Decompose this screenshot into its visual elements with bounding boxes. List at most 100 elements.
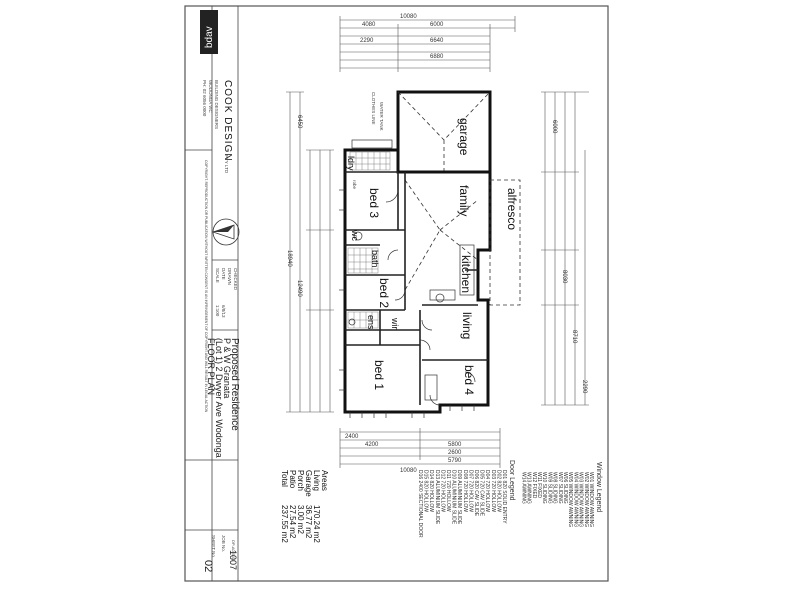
job-number: 1007 (228, 550, 238, 570)
sheet-number: 02 (202, 560, 214, 572)
room-bed1: bed 1 (372, 360, 386, 390)
room-bed3: bed 3 (367, 188, 381, 218)
window-legend-item: W10 SLIDING (541, 472, 547, 504)
areas-schedule: Areas Living 170.24 m2 Garage 36.77 m2 P… (280, 470, 329, 543)
window-legend-item: W06 SLIDING (562, 472, 568, 504)
area-value-patio: 27.54 m2 (288, 505, 297, 539)
area-label-patio: Patio (288, 470, 297, 489)
drawing-title: FLOOR PLAN (206, 338, 216, 395)
area-value-total: 237.55 m2 (280, 505, 289, 543)
room-garage: garage (457, 118, 471, 156)
room-bed4: bed 4 (462, 365, 476, 395)
dim-left-overall: 18940 (286, 250, 292, 267)
dim-right-a: 6000 (551, 120, 557, 134)
dim-top-e: 6880 (430, 54, 444, 60)
water-tank-label: WATER TANK (379, 102, 384, 131)
room-living: living (460, 312, 474, 339)
window-markers (339, 189, 475, 418)
area-label-garage: Garage (304, 470, 313, 497)
ldry-tiles (349, 151, 391, 171)
dim-bottom-c: 5800 (448, 442, 462, 448)
kitchen-sink-icon (435, 293, 445, 303)
areas-heading: Areas (320, 470, 329, 491)
door-legend-item: D07 720 HOLLOW (467, 470, 473, 512)
company-suffix: PTY LTD (224, 155, 229, 174)
door-legend-item: D02 820 HOLLOW (495, 470, 501, 512)
room-robe: robe (352, 180, 357, 190)
room-wir: wir (390, 317, 400, 330)
room-wc: wc (350, 229, 360, 241)
window-legend-item: W01 WINDOW AWNING (588, 472, 594, 527)
door-legend-item: D13 ALUMINIUM SLIDE (434, 470, 440, 525)
dimension-lines (286, 16, 589, 468)
dim-top-c: 6640 (430, 38, 444, 44)
window-legend-item: W04 WINDOW AWNING (572, 472, 578, 527)
room-ens: ens (366, 315, 376, 330)
door-legend-item: D05 720 CAV SLIDE (479, 470, 485, 517)
dim-bottom-b: 4200 (365, 442, 379, 448)
dim-right-e: 2290 (581, 380, 587, 394)
window-legend-item: W05 WINDOW AWNING (567, 472, 573, 527)
water-tank-icon (351, 139, 393, 149)
garage-walls (396, 90, 492, 174)
project-title: Proposed Residence (229, 338, 240, 431)
company-address-2: WODONGA VIC (208, 80, 213, 114)
room-family: family (457, 185, 471, 216)
window-legend-item: W09 SLIDING (546, 472, 552, 504)
drawing-number: DP-A0-S-01 (231, 540, 236, 562)
island-bench (429, 289, 456, 301)
scale-value: 1:100 (215, 305, 220, 317)
checked-label: CHECKED (233, 268, 238, 291)
room-alfresco: alfresco (505, 188, 519, 230)
drawn-label: DRAWN (227, 268, 232, 285)
floor-plan: CLOTHES LINE WATER TANK garage alfresco … (339, 90, 521, 418)
company-name: COOK DESIGN (222, 80, 233, 162)
door-legend-item: D11 720 HOLLOW (445, 470, 451, 512)
dim-top-overall: 10080 (400, 14, 417, 20)
company-address-3: PH: 02 6056 0000 (202, 80, 207, 117)
site-address: (Lot 1) 2 Dwyer Ave Wodonga (214, 338, 224, 458)
window-legend-item: W08 SLIDING (552, 472, 558, 504)
job-label: JOB No. (221, 535, 226, 552)
door-legend-item: D15 820 HOLLOW (423, 470, 429, 512)
dimension-labels: 10080 4080 6000 6640 2290 6880 2400 4200… (286, 14, 587, 474)
dim-top-d: 2290 (360, 38, 374, 44)
page-border (184, 5, 609, 582)
door-legend-item: D08 720 HOLLOW (462, 470, 468, 512)
dim-bottom-overall: 10080 (400, 468, 417, 474)
alfresco-outline (489, 179, 521, 306)
area-label-total: Total (280, 470, 289, 487)
room-bed2: bed 2 (377, 278, 391, 308)
area-label-living: Living (312, 470, 321, 491)
bath-tiles (347, 247, 379, 274)
client-name: P & W Granata (222, 338, 232, 398)
dim-bottom-d: 2600 (448, 450, 462, 456)
north-point-icon (211, 218, 240, 246)
dim-top-b: 6000 (430, 22, 444, 28)
door-legend-item: D01 820 SOLID ENTRY (501, 470, 507, 524)
dim-bottom-a: 2400 (345, 434, 359, 440)
date-label: DATE (221, 268, 226, 280)
kitchen-bench (459, 244, 475, 296)
window-legend-item: W12 FIXED (531, 472, 537, 499)
area-value-porch: 3.00 m2 (296, 505, 305, 534)
sheet-label: SHEET No. (211, 535, 216, 558)
dim-left-b: 12490 (296, 280, 302, 297)
interior-walls (345, 171, 488, 405)
copyright-note: COPYRIGHT. REPRODUCTION OR PUBLICATION W… (204, 160, 208, 413)
garage-roof-lines (397, 91, 491, 172)
scale-label: SCALE (215, 268, 220, 283)
door-legend-item: D16 2400 SECTIONAL DOOR (417, 470, 423, 538)
door-swings (385, 189, 476, 406)
room-ldry: ldry (346, 156, 356, 171)
dim-right-c: 8030 (561, 270, 567, 284)
clothesline-label: CLOTHES LINE (371, 92, 376, 125)
window-legend-item: W02 WINDOW AWNING (583, 472, 589, 527)
window-legend-item: W14 AWNING (520, 472, 526, 504)
company-logo-text: bdav (204, 26, 215, 48)
room-bath: bath (370, 250, 380, 268)
dim-left-a: 6450 (296, 115, 302, 129)
